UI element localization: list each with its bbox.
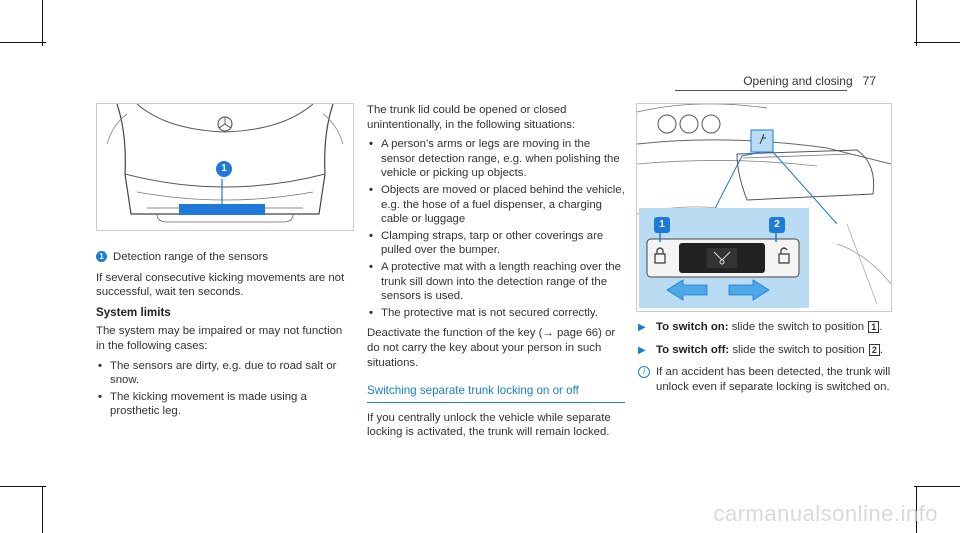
crop-mark	[914, 486, 960, 487]
crop-mark	[916, 0, 917, 46]
left-column: 1 Detection range of the sensors If seve…	[96, 240, 354, 425]
section-heading: Switching separate trunk locking on or o…	[367, 384, 625, 403]
step-off-label: To switch off:	[656, 343, 730, 356]
middle-column: The trunk lid could be opened or closed …	[367, 103, 625, 445]
figure-badge-1: 1	[214, 159, 234, 179]
system-limits-heading: System limits	[96, 305, 171, 319]
crop-mark	[0, 486, 46, 487]
header-section: Opening and closing	[743, 74, 853, 88]
list-item: A person's arms or legs are moving in th…	[367, 137, 625, 181]
note-text: If an accident has been detected, the tr…	[656, 366, 891, 393]
deactivate-text: Deactivate the function of the key (→ pa…	[367, 327, 616, 369]
list-item: The kicking movement is made using a pro…	[96, 390, 354, 419]
header-rule	[675, 90, 847, 91]
page-header: Opening and closing 77	[743, 74, 876, 88]
step-arrow-icon: ▶	[638, 322, 646, 333]
crop-mark	[42, 0, 43, 46]
list-item: A protective mat with a length reaching …	[367, 260, 625, 304]
info-note: i If an accident has been detected, the …	[636, 365, 894, 394]
list-item: Objects are moved or placed behind the v…	[367, 183, 625, 227]
step-on-label: To switch on:	[656, 321, 729, 333]
legend-text: Detection range of the sensors	[113, 251, 269, 263]
list-item: The sensors are dirty, e.g. due to road …	[96, 359, 354, 388]
step-arrow-icon: ▶	[638, 344, 646, 356]
rear-bumper-figure: 1	[96, 103, 354, 231]
step-switch-on: ▶ To switch on: slide the switch to posi…	[636, 320, 894, 335]
sensor-range	[179, 204, 265, 215]
section-text: If you centrally unlock the vehicle whil…	[367, 411, 611, 439]
list-item: The protective mat is not secured correc…	[367, 306, 625, 321]
figure-legend: 1 Detection range of the sensors	[96, 250, 354, 265]
unintended-intro: The trunk lid could be opened or closed …	[367, 104, 576, 131]
glovebox-switch-figure: 1 2	[636, 103, 892, 312]
situations-list: A person's arms or legs are moving in th…	[367, 137, 625, 320]
position-key: 1	[868, 321, 880, 333]
intro-text: If several consecutive kicking movements…	[96, 271, 345, 299]
figure-badge-1: 1	[654, 217, 670, 233]
legend-badge: 1	[96, 251, 107, 262]
limits-list: The sensors are dirty, e.g. due to road …	[96, 359, 354, 419]
crop-mark	[42, 487, 43, 533]
crop-mark	[914, 42, 960, 43]
page-number: 77	[862, 74, 876, 88]
arrow-left	[666, 279, 708, 301]
step-switch-off: ▶ To switch off: slide the switch to pos…	[636, 343, 894, 358]
info-icon: i	[638, 366, 650, 379]
position-key: 2	[868, 343, 880, 356]
right-column: ▶ To switch on: slide the switch to posi…	[636, 320, 894, 394]
list-item: Clamping straps, tarp or other coverings…	[367, 229, 625, 258]
limits-intro: The system may be impaired or may not fu…	[96, 325, 343, 352]
watermark: carmanualsonline.info	[713, 501, 938, 526]
crop-mark	[0, 42, 46, 43]
arrow-right	[728, 279, 770, 301]
crop-mark	[916, 487, 917, 533]
figure-badge-2: 2	[769, 217, 785, 233]
step-on-text: slide the switch to position	[731, 321, 865, 333]
step-off-text: slide the switch to position	[732, 343, 865, 356]
